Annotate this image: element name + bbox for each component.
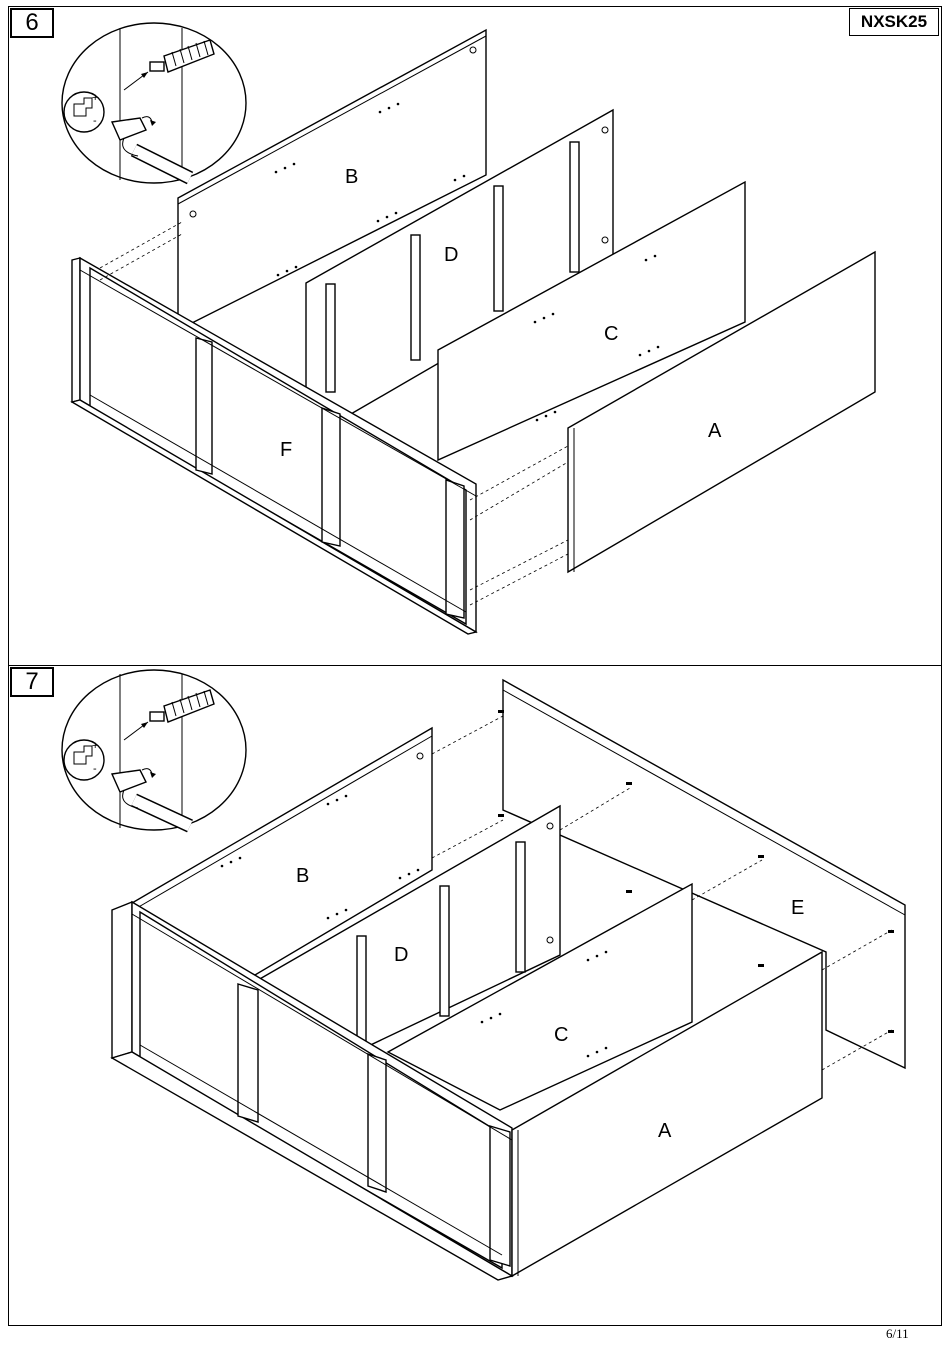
frame-f-label-6: F [280,439,292,461]
svg-text:+: + [92,740,98,752]
cam-lock-detail-7: + - [62,670,246,830]
svg-text:+: + [92,92,98,104]
panel-e-label-7: E [791,897,804,919]
panel-b-label-6: B [345,166,358,188]
cam-disc-icon: + - [64,740,104,780]
panel-a-label-6: A [708,420,722,442]
panel-a-label-7: A [658,1120,672,1142]
cam-lock-detail-6: + - [62,23,246,183]
step-7-illustration: + - E B D [62,670,905,1280]
svg-text:-: - [93,763,97,775]
page-number: 6/11 [886,1326,909,1342]
panel-d-label-6: D [444,244,458,266]
panel-d-label-7: D [394,944,408,966]
panel-c-label-7: C [554,1024,568,1046]
svg-text:-: - [93,115,97,127]
step-6-illustration: + - B D [62,23,875,634]
cam-disc-icon: + - [64,92,104,132]
panel-c-label-6: C [604,323,618,345]
panel-b-label-7: B [296,865,309,887]
